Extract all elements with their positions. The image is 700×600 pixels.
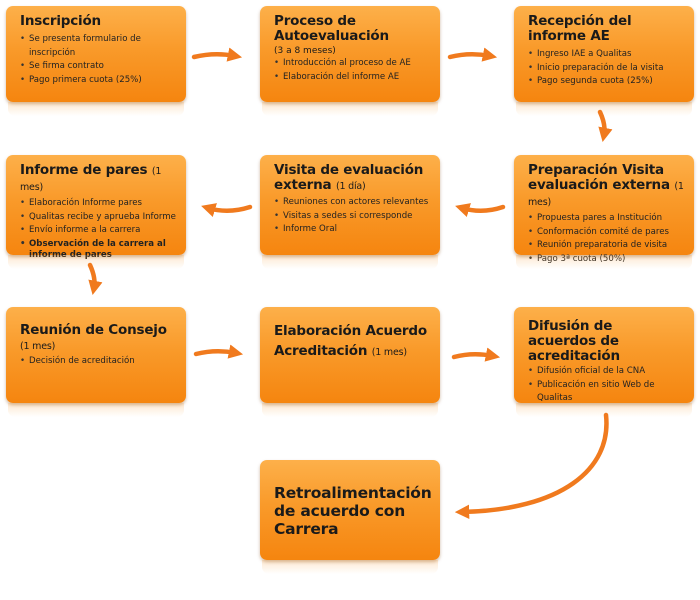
arrow-down-icon [87,262,103,296]
list-item: Elaboración Informe pares [20,197,176,211]
step-difusion-acuerdos: Difusión de acuerdos de acreditación Dif… [514,307,694,417]
arrow-right-icon [451,347,501,362]
step-title-text: Elaboración Acuerdo Acreditación [274,323,427,359]
arrow-curve-icon [454,412,609,520]
step-duration: (1 mes) [20,166,162,193]
step-title-text: Visita de evaluación externa [274,162,424,193]
step-inscripcion: Inscripción Se presenta formulario de in… [6,6,186,116]
step-autoevaluacion: Proceso de Autoevaluación (3 a 8 meses) … [260,6,440,116]
list-item: Introducción al proceso de AE [274,57,430,71]
step-title: Inscripción [20,13,101,29]
arrow-right-icon [447,47,498,62]
step-items: Introducción al proceso de AE Elaboració… [274,57,430,84]
step-title: Preparación Visita evaluación externa (1… [528,163,684,210]
list-item: Informe Oral [274,223,430,237]
step-title-text: Reunión de Consejo [20,322,167,338]
list-item: Difusión oficial de la CNA [528,365,684,379]
step-items: Difusión oficial de la CNA Publicación e… [528,365,684,406]
list-item: Visitas a sedes si corresponde [274,210,430,224]
step-preparacion-visita: Preparación Visita evaluación externa (1… [514,155,694,269]
step-title: Recepción del informe AE [528,13,632,44]
step-title-text: Informe de pares [20,162,148,178]
list-item: Decisión de acreditación [20,355,176,369]
step-items: Se presenta formulario de inscripción Se… [20,33,176,87]
step-retroalimentacion: Retroalimentación de acuerdo con Carrera [260,460,440,574]
list-item: Pago segunda cuota (25%) [528,75,684,89]
step-visita-evaluacion: Visita de evaluación externa (1 día) Reu… [260,155,440,269]
step-title: Difusión de acuerdos de acreditación [528,318,620,364]
list-item: Envío informe a la carrera [20,224,176,238]
step-title-text: Preparación Visita evaluación externa [528,162,670,193]
list-item: Inicio preparación de la visita [528,62,684,76]
step-duration: (1 mes) [371,347,407,358]
step-informe-pares: Informe de pares (1 mes) Elaboración Inf… [6,155,186,269]
step-title: Proceso de Autoevaluación [274,13,389,44]
step-title: Retroalimentación de acuerdo con Carrera [274,484,432,538]
list-item: Conformación comité de pares [528,226,684,240]
arrow-left-icon [201,203,253,217]
list-item: Pago primera cuota (25%) [20,74,176,88]
step-duration: (1 día) [335,181,366,192]
step-title: Elaboración Acuerdo Acreditación (1 mes) [274,321,430,363]
arrow-left-icon [455,203,506,217]
step-items: Decisión de acreditación [20,355,176,369]
list-item: Ingreso IAE a Qualitas [528,48,684,62]
step-recepcion: Recepción del informe AE Ingreso IAE a Q… [514,6,694,116]
list-item: Publicación en sitio Web de Qualitas [528,379,684,406]
list-item: Reuniones con actores relevantes [274,196,430,210]
step-duration: (1 mes) [20,341,56,352]
step-title: Visita de evaluación externa (1 día) [274,163,430,194]
arrow-down-icon [597,109,613,143]
list-item: Propuesta pares a Institución [528,212,684,226]
step-items: Reuniones con actores relevantes Visitas… [274,196,430,237]
list-item: Se presenta formulario de inscripción [20,33,176,60]
step-title: Reunión de Consejo (1 mes) [20,323,176,354]
step-items: Ingreso IAE a Qualitas Inicio preparació… [528,48,684,89]
arrow-right-icon [193,344,244,359]
list-item: Reunión preparatoria de visita [528,239,684,253]
step-duration: (3 a 8 meses) [274,46,336,56]
list-item: Qualitas recibe y aprueba Informe [20,211,176,225]
step-elaboracion-acuerdo: Elaboración Acuerdo Acreditación (1 mes) [260,307,440,417]
step-title: Informe de pares (1 mes) [20,163,176,195]
list-item: Elaboración del informe AE [274,71,430,85]
step-duration: (1 mes) [528,181,684,208]
step-reunion-consejo: Reunión de Consejo (1 mes) Decisión de a… [6,307,186,417]
arrow-right-icon [191,47,243,62]
list-item: Se firma contrato [20,60,176,74]
